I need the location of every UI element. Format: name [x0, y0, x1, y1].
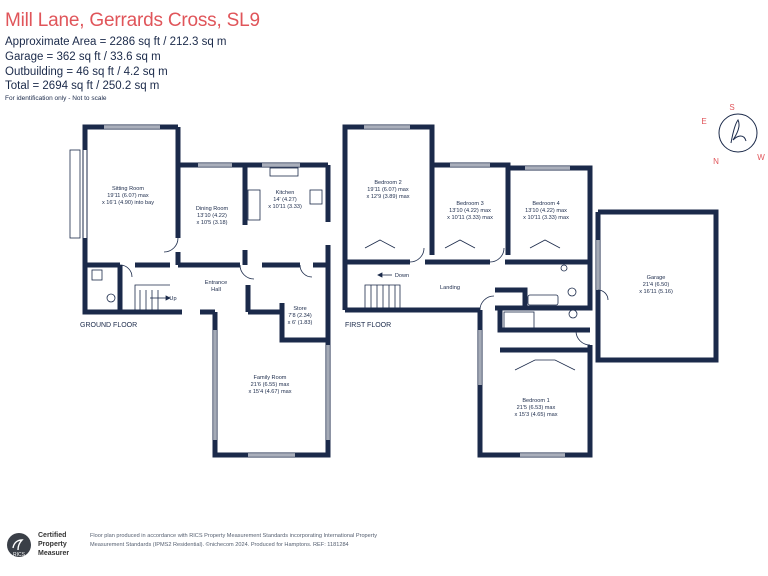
svg-text:W: W — [757, 153, 765, 162]
property-title: Mill Lane, Gerrards Cross, SL9 — [5, 10, 260, 31]
garage-area: Garage = 362 sq ft / 33.6 sq m — [5, 51, 161, 63]
compass-icon: S W N E — [701, 103, 765, 166]
svg-text:S: S — [729, 103, 734, 112]
footer-disclaimer: Floor plan produced in accordance with R… — [90, 533, 377, 548]
stairs-down-label: Down — [395, 273, 409, 279]
total-area: Total = 2694 sq ft / 250.2 sq m — [5, 80, 160, 92]
outbuilding-area: Outbuilding = 46 sq ft / 4.2 sq m — [5, 66, 168, 78]
rics-logo-icon: RICS — [7, 533, 31, 558]
svg-text:RICS: RICS — [13, 552, 26, 558]
landing-label: Landing — [440, 285, 460, 291]
rics-certified-badge: RICS Certified Property Measurer — [6, 532, 86, 560]
approximate-area: Approximate Area = 2286 sq ft / 212.3 sq… — [5, 36, 227, 48]
svg-text:N: N — [713, 157, 719, 166]
ground-floor-label: GROUND FLOOR — [80, 322, 137, 329]
stairs-up-label: Up — [169, 296, 176, 302]
svg-text:E: E — [701, 117, 706, 126]
first-floor-label: FIRST FLOOR — [345, 322, 391, 329]
disclaimer-note: For identification only - Not to scale — [5, 95, 107, 102]
